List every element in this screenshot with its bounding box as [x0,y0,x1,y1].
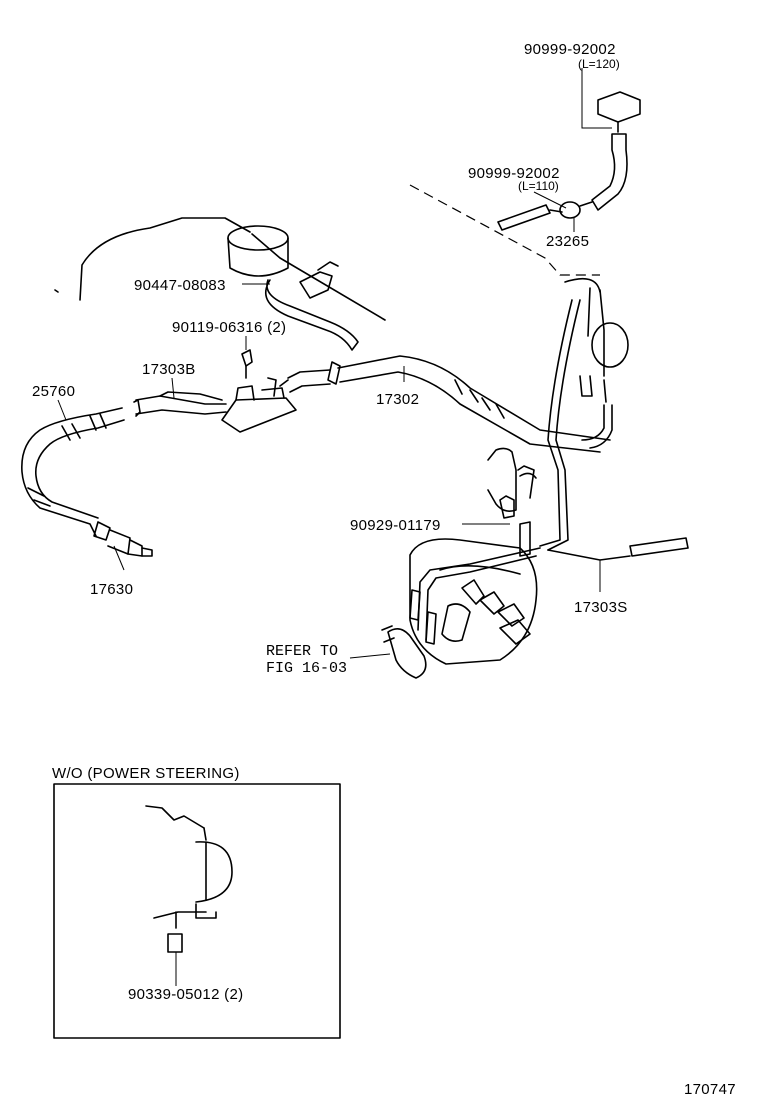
canister [227,225,359,351]
part-90339-05012: 90339-05012 (2) [128,986,243,1003]
part-17302: 17302 [376,391,419,408]
part-90999-92002-a-note: (L=120) [578,57,620,71]
part-90447-08083: 90447-08083 [134,277,226,294]
part-23265: 23265 [546,233,589,250]
part-90119-06316: 90119-06316 (2) [172,319,286,336]
part-90999-92002-b: 90999-92002 [468,165,560,182]
part-90999-92002-a: 90999-92002 [524,41,616,58]
part-90929-01179: 90929-01179 [350,517,441,534]
inset-box: W/O (POWER STEERING) 90339-05012 (2) [52,765,341,1039]
part-17630: 17630 [90,581,133,598]
part-labels: 90999-92002 (L=120) 90999-92002 (L=110) … [32,41,628,677]
part-17303b: 17303B [142,361,196,378]
reference-line [409,184,600,276]
distributor [381,447,689,679]
vsv-assembly [497,91,641,231]
leader-lines [57,68,612,659]
inset-title: W/O (POWER STEERING) [52,765,240,782]
left-hose-loop [21,407,153,557]
main-harness [133,277,629,551]
part-25760: 25760 [32,383,75,400]
refer-fig-label: FIG 16-03 [266,660,347,677]
engine-outline [54,217,386,321]
refer-to-label: REFER TO [266,643,338,660]
part-17303s: 17303S [574,599,628,616]
part-90999-92002-b-note: (L=110) [518,179,559,193]
figure-number: 170747 [684,1081,736,1098]
